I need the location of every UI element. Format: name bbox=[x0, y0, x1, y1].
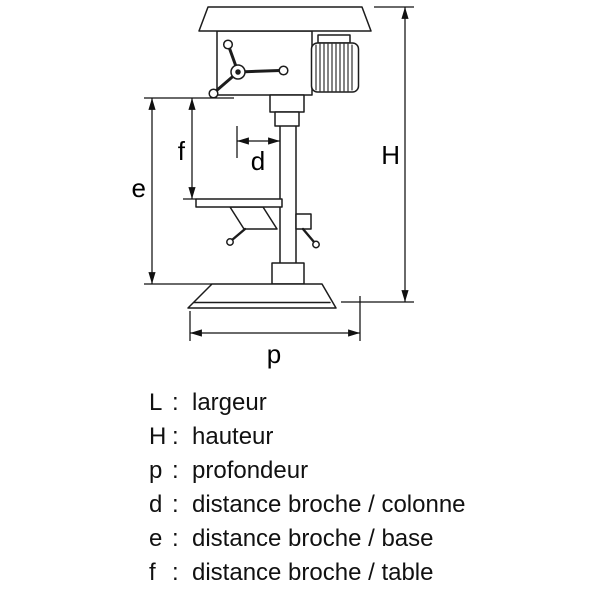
legend: L : largeur H : hauteur p : profondeur d… bbox=[149, 389, 466, 593]
legend-symbol: p bbox=[149, 457, 163, 484]
legend-separator: : bbox=[172, 525, 179, 552]
dim-label-h: H bbox=[381, 140, 400, 170]
column bbox=[279, 104, 297, 285]
legend-row-profondeur: p : profondeur bbox=[149, 457, 466, 491]
legend-description: distance broche / table bbox=[192, 559, 434, 586]
legend-symbol: H bbox=[149, 423, 167, 450]
legend-symbol: d bbox=[149, 491, 163, 518]
legend-row-distance-broche-table: f : distance broche / table bbox=[149, 559, 466, 593]
dimensions bbox=[144, 6, 414, 341]
table-clamp bbox=[295, 213, 320, 249]
drill-press-diagram: H e f d p bbox=[132, 6, 414, 369]
head-cover bbox=[198, 6, 372, 32]
motor bbox=[310, 34, 360, 93]
dimension-d bbox=[236, 126, 280, 158]
handwheel bbox=[208, 39, 289, 99]
legend-description: distance broche / colonne bbox=[192, 491, 466, 518]
legend-description: hauteur bbox=[192, 423, 274, 450]
legend-symbol: L bbox=[149, 389, 163, 416]
motor-fins bbox=[315, 43, 353, 92]
handwheel-knob bbox=[278, 65, 289, 76]
legend-symbol: e bbox=[149, 525, 163, 552]
base bbox=[187, 283, 337, 309]
column-foot bbox=[271, 262, 305, 285]
dimension-f bbox=[183, 98, 196, 200]
dimension-p bbox=[189, 296, 361, 341]
dimension-e bbox=[144, 97, 234, 285]
legend-separator: : bbox=[172, 559, 179, 586]
legend-description: distance broche / base bbox=[192, 525, 434, 552]
handwheel-knob bbox=[222, 39, 234, 50]
legend-symbol: f bbox=[149, 559, 156, 586]
legend-separator: : bbox=[172, 423, 179, 450]
chuck bbox=[274, 111, 300, 127]
legend-row-largeur: L : largeur bbox=[149, 389, 466, 423]
legend-description: largeur bbox=[192, 389, 267, 416]
dim-label-d: d bbox=[251, 146, 265, 176]
dim-label-e: e bbox=[132, 173, 146, 203]
legend-separator: : bbox=[172, 389, 179, 416]
handwheel-knob bbox=[208, 88, 219, 99]
legend-separator: : bbox=[172, 457, 179, 484]
table bbox=[195, 198, 283, 246]
legend-description: profondeur bbox=[192, 457, 309, 484]
legend-row-distance-broche-colonne: d : distance broche / colonne bbox=[149, 491, 466, 525]
dimension-H bbox=[341, 6, 414, 303]
dim-label-p: p bbox=[267, 339, 281, 369]
dim-label-f: f bbox=[178, 136, 186, 166]
spindle-quill bbox=[269, 94, 305, 127]
legend-separator: : bbox=[172, 491, 179, 518]
dimension-labels: H e f d p bbox=[132, 136, 400, 369]
drill-press-drawing bbox=[187, 6, 372, 309]
table-crank-knob bbox=[226, 238, 234, 246]
legend-row-distance-broche-base: e : distance broche / base bbox=[149, 525, 466, 559]
legend-row-hauteur: H : hauteur bbox=[149, 423, 466, 457]
drill-head bbox=[198, 6, 372, 96]
table-crank bbox=[230, 227, 247, 242]
